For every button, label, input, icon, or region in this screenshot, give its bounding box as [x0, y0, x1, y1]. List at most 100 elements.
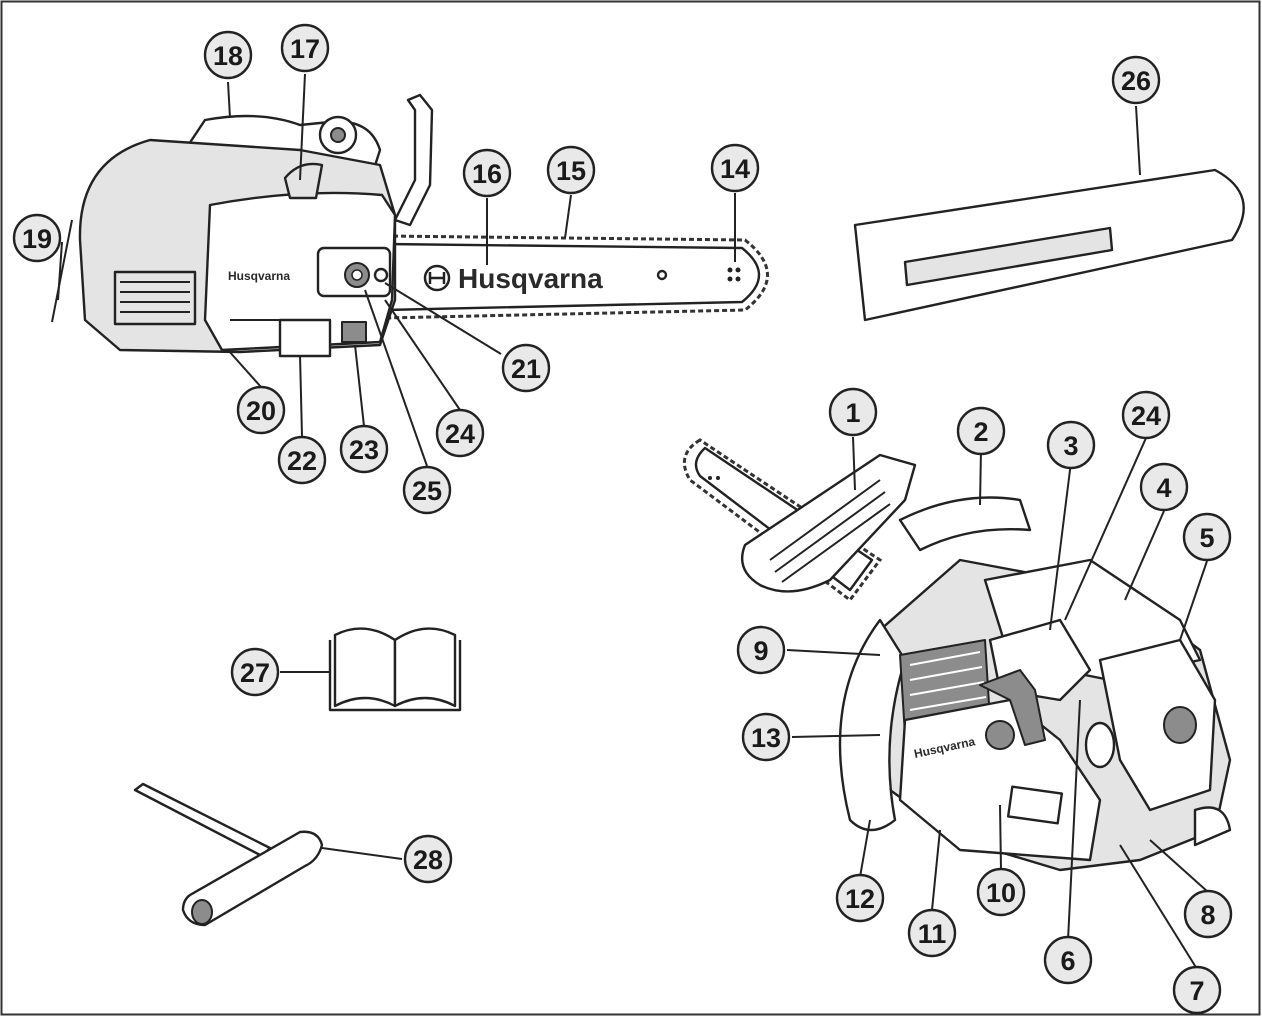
cooling-vents	[113, 270, 197, 326]
callout-8: 8	[1183, 889, 1233, 939]
callout-16: 16	[462, 148, 512, 198]
callout-12: 12	[835, 873, 885, 923]
callout-26: 26	[1111, 55, 1161, 105]
bar-dot-iso	[708, 476, 712, 480]
starter-cord	[51, 219, 73, 323]
callout-5: 5	[1182, 512, 1232, 562]
top-handle-iso	[898, 496, 1032, 552]
callout-circle	[1111, 55, 1161, 105]
callout-1: 1	[828, 387, 878, 437]
callout-number: 13	[751, 723, 781, 753]
callout-circle	[1172, 965, 1222, 1015]
callout-circle	[1139, 462, 1189, 512]
callout-21: 21	[501, 343, 551, 393]
callout-circle	[1121, 390, 1171, 440]
primer-bulb	[1084, 721, 1116, 769]
callout-15: 15	[546, 145, 596, 195]
callout-circle	[956, 406, 1006, 456]
bar-dot	[735, 276, 741, 282]
callout-number: 1	[845, 398, 860, 428]
callout-25: 25	[402, 465, 452, 515]
callout-number: 21	[511, 354, 541, 384]
bar-dot	[727, 267, 733, 273]
bar-brand-text: Husqvarna	[458, 263, 603, 294]
callout-11: 11	[907, 908, 957, 958]
bar-dot-iso	[716, 476, 720, 480]
callout-circle	[1046, 420, 1096, 470]
bar-nut-iso	[985, 720, 1015, 750]
callout-circle	[230, 647, 280, 697]
side-cover	[203, 191, 397, 352]
callout-circle	[403, 834, 453, 884]
callout-7: 7	[1172, 965, 1222, 1015]
callout-circle	[501, 343, 551, 393]
front-handle	[393, 93, 434, 227]
callout-circle	[1183, 889, 1233, 939]
callout-number: 12	[845, 884, 875, 914]
callout-14: 14	[710, 143, 760, 193]
callout-number: 14	[720, 154, 750, 184]
callout-18: 18	[203, 30, 253, 80]
callout-2: 2	[956, 406, 1006, 456]
chain-oil-adjust	[341, 321, 367, 343]
callout-number: 9	[753, 636, 768, 666]
chain-brake	[979, 669, 1046, 746]
callout-number: 8	[1200, 900, 1215, 930]
operator-manual-icon	[328, 627, 462, 712]
callout-number: 27	[240, 658, 270, 688]
callout-24: 24	[435, 408, 485, 458]
callout-number: 5	[1199, 523, 1214, 553]
callout-number: 3	[1063, 431, 1078, 461]
throttle-lockout	[283, 162, 324, 200]
callout-10: 10	[976, 867, 1026, 917]
bar-nut-center	[351, 269, 363, 281]
leader-lines	[57, 73, 1209, 970]
callout-23: 23	[339, 424, 389, 474]
callout-number: 17	[290, 34, 320, 64]
callout-number: 24	[1131, 401, 1161, 431]
callout-circle	[546, 145, 596, 195]
callout-24: 24	[1121, 390, 1171, 440]
chainsaw-side-view: Husqvarna Husqvarna	[51, 93, 769, 358]
callout-number: 6	[1060, 946, 1075, 976]
callout-circle	[236, 385, 286, 435]
callout-circle	[277, 435, 327, 485]
callout-number: 7	[1189, 976, 1204, 1006]
callout-3: 3	[1046, 420, 1096, 470]
callout-4: 4	[1139, 462, 1189, 512]
callout-number: 16	[472, 159, 502, 189]
callout-circle	[402, 465, 452, 515]
guide-bar	[383, 242, 760, 312]
callout-6: 6	[1043, 935, 1093, 985]
front-handle-iso	[740, 453, 917, 593]
saw-chain	[384, 234, 769, 320]
callout-number: 28	[413, 845, 443, 875]
fuel-cap-center	[330, 127, 346, 143]
callout-19: 19	[12, 213, 62, 263]
callout-number: 11	[918, 919, 947, 949]
callout-27: 27	[230, 647, 280, 697]
callout-number: 25	[412, 476, 442, 506]
callout-circle	[828, 387, 878, 437]
callout-circle	[835, 873, 885, 923]
chain-tensioner	[373, 267, 389, 283]
bar-logo-icon	[423, 264, 451, 292]
callout-circle	[736, 625, 786, 675]
callout-number: 19	[22, 224, 52, 254]
callout-circle	[1043, 935, 1093, 985]
callout-circle	[976, 867, 1026, 917]
callout-13: 13	[741, 712, 791, 762]
callout-circle	[12, 213, 62, 263]
handle-grip-ridges	[769, 479, 891, 583]
callout-28: 28	[403, 834, 453, 884]
rear-eyelet	[1193, 806, 1232, 847]
bar-hole	[656, 269, 668, 281]
callout-circle	[339, 424, 389, 474]
callout-circle	[203, 30, 253, 80]
callout-circle	[741, 712, 791, 762]
combination-spanner-icon	[133, 782, 324, 927]
callout-number: 18	[213, 41, 243, 71]
callout-number: 10	[986, 878, 1016, 908]
